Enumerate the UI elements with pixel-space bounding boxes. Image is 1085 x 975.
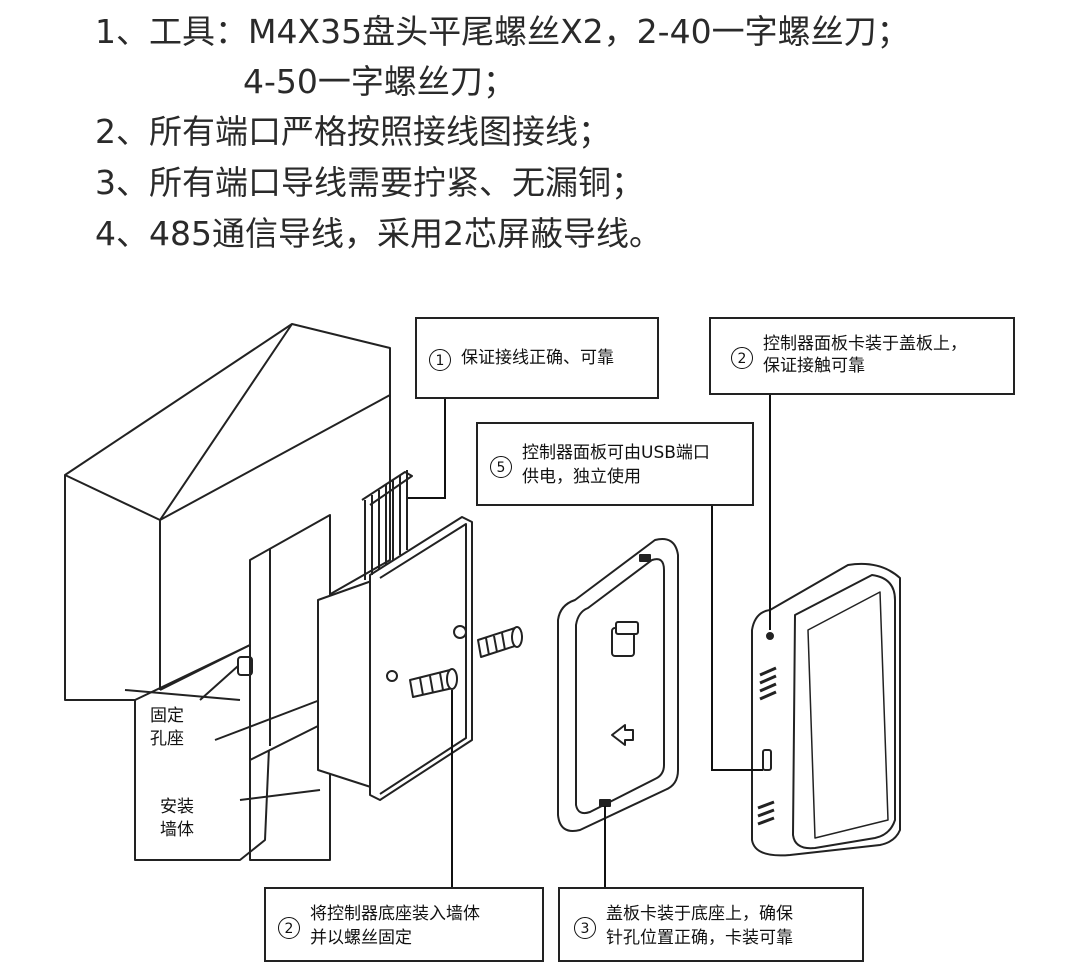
terminal-wires	[361, 470, 413, 580]
mounting-wall	[64, 323, 391, 861]
callout-2-base: 2 将控制器底座装入墙体 并以螺丝固定	[264, 887, 544, 962]
controller-base	[317, 470, 473, 801]
instruction-text: 4-50一字螺丝刀；	[243, 62, 516, 101]
callout-text: 保证接触可靠	[763, 356, 865, 376]
instruction-num: 4、	[95, 214, 149, 253]
instruction-text: 485通信导线，采用2芯屏蔽导线。	[149, 214, 662, 253]
callout-3: 3 盖板卡装于底座上，确保 针孔位置正确，卡装可靠	[558, 887, 864, 962]
wall-label-line: 安装	[160, 797, 194, 817]
callout-text: 针孔位置正确，卡装可靠	[606, 928, 793, 948]
callout-text: 控制器面板卡装于盖板上，	[763, 334, 967, 354]
fixing-hole-label-line: 孔座	[150, 729, 184, 749]
instruction-num: 3、	[95, 163, 149, 202]
callout-2-panel: 2 控制器面板卡装于盖板上， 保证接触可靠	[709, 317, 1015, 395]
instruction-4: 4、485通信导线，采用2芯屏蔽导线。	[95, 214, 662, 254]
callout-text: 保证接线正确、可靠	[461, 348, 614, 368]
callout-5: 5 控制器面板可由USB端口 供电，独立使用	[476, 422, 754, 506]
step-number-badge: 5	[490, 456, 512, 478]
callout-text: 将控制器底座装入墙体	[310, 904, 480, 924]
instruction-text: 工具：M4X35盘头平尾螺丝X2，2-40一字螺丝刀；	[149, 12, 910, 51]
callout-text: 控制器面板可由USB端口	[522, 443, 710, 463]
callout-text: 盖板卡装于底座上，确保	[606, 904, 793, 924]
instruction-2: 2、所有端口严格按照接线图接线；	[95, 112, 611, 152]
fixing-hole-label: 固定 孔座	[150, 705, 184, 751]
screw-upper	[477, 626, 523, 658]
instruction-1: 1、工具：M4X35盘头平尾螺丝X2，2-40一字螺丝刀；	[95, 12, 910, 52]
instruction-1-continued: 4-50一字螺丝刀；	[243, 62, 516, 102]
instruction-text: 所有端口严格按照接线图接线；	[149, 112, 611, 151]
instruction-num: 1、	[95, 12, 149, 51]
callout-text: 供电，独立使用	[522, 467, 641, 487]
instruction-num: 2、	[95, 112, 149, 151]
step-number-badge: 3	[574, 917, 596, 939]
step-number-badge: 1	[429, 349, 451, 371]
leader-5	[711, 505, 763, 771]
screw-lower	[409, 668, 458, 698]
leader-1	[408, 398, 446, 499]
step-number-badge: 2	[278, 917, 300, 939]
controller-panel	[751, 562, 901, 857]
callout-1: 1 保证接线正确、可靠	[415, 317, 659, 399]
instruction-text: 所有端口导线需要拧紧、无漏铜；	[149, 163, 644, 202]
leader-lines	[408, 395, 771, 887]
instruction-3: 3、所有端口导线需要拧紧、无漏铜；	[95, 163, 644, 203]
step-number-badge: 2	[731, 347, 753, 369]
wall-label-line: 墙体	[160, 820, 194, 840]
cover-plate	[557, 538, 679, 832]
callout-text: 并以螺丝固定	[310, 928, 412, 948]
wall-label: 安装 墙体	[160, 796, 194, 842]
fixing-hole-label-line: 固定	[150, 706, 184, 726]
